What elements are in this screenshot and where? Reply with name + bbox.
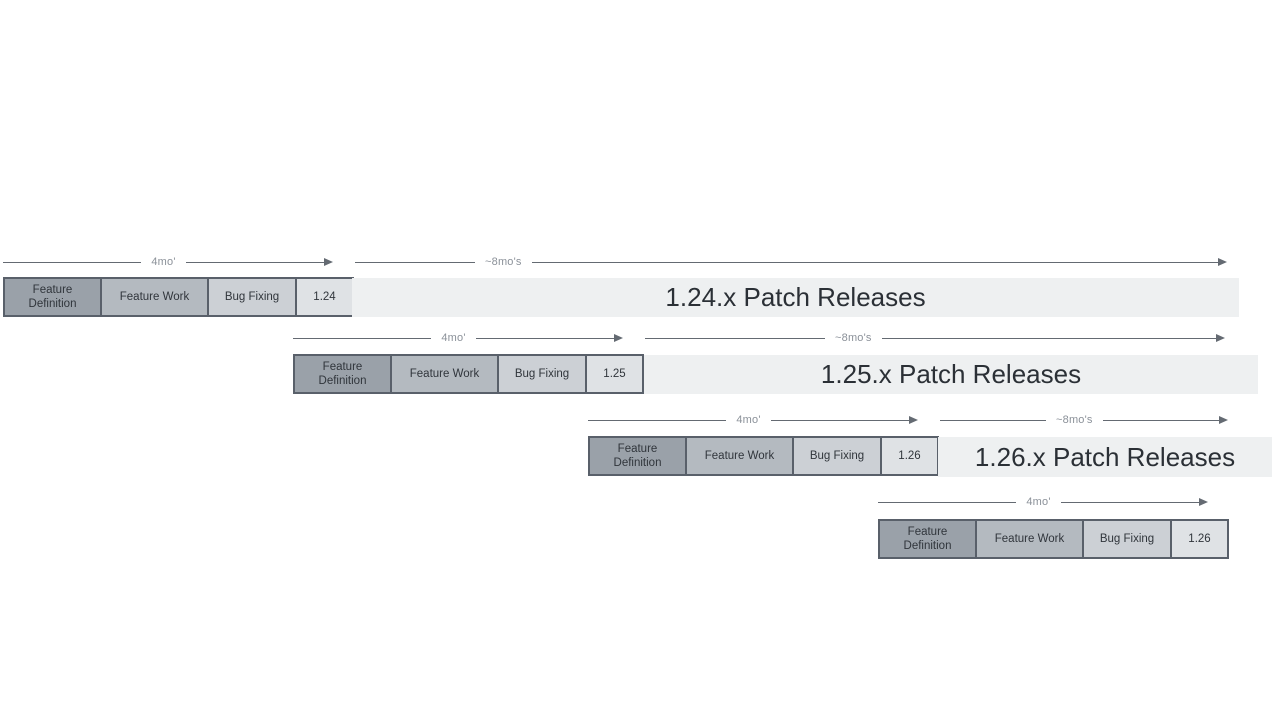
version-label: 1.26 (898, 449, 921, 462)
dev-duration-arrow: 4mo' (878, 494, 1208, 510)
phase-label: Bug Fixing (224, 290, 280, 303)
phase-feature-definition: Feature Definition (295, 356, 392, 392)
dev-duration-label: 4mo' (441, 332, 466, 344)
dev-duration-arrow: 4mo' (293, 330, 623, 346)
phase-label: Feature Work (994, 532, 1065, 545)
phase-feature-work: Feature Work (687, 438, 794, 474)
phase-feature-work: Feature Work (102, 279, 209, 315)
arrow-line (293, 337, 432, 339)
patch-duration-label: ~8mo's (1056, 414, 1093, 426)
phase-label: Feature Work (119, 290, 190, 303)
arrow-head (1199, 498, 1208, 506)
phase-label: Feature Work (704, 449, 775, 462)
phase-label: Bug Fixing (809, 449, 865, 462)
dev-duration-label: 4mo' (1026, 496, 1051, 508)
phase-feature-work: Feature Work (977, 521, 1084, 557)
arrow-line (531, 261, 1218, 263)
arrow-line (1060, 501, 1199, 503)
phase-bug-fixing: Bug Fixing (209, 279, 297, 315)
arrow-line (355, 261, 475, 263)
version-label: 1.25 (603, 367, 626, 380)
phase-bug-fixing: Bug Fixing (794, 438, 882, 474)
dev-duration-label: 4mo' (151, 256, 176, 268)
patch-duration-arrow: ~8mo's (355, 254, 1227, 270)
arrow-line (645, 337, 825, 339)
patch-duration-arrow: ~8mo's (940, 412, 1228, 428)
phase-label: Feature Definition (28, 283, 77, 310)
arrow-head (324, 258, 333, 266)
phase-feature-definition: Feature Definition (590, 438, 687, 474)
arrow-line (3, 261, 142, 263)
arrow-line (588, 419, 727, 421)
phase-label: Feature Definition (613, 442, 662, 469)
patch-releases-label: 1.26.x Patch Releases (974, 441, 1236, 472)
arrow-line (1102, 419, 1219, 421)
phase-feature-definition: Feature Definition (5, 279, 102, 315)
release-phases: Feature Definition Feature Work Bug Fixi… (293, 354, 644, 394)
phase-feature-definition: Feature Definition (880, 521, 977, 557)
phase-label: Bug Fixing (514, 367, 570, 380)
phase-label: Feature Definition (318, 360, 367, 387)
version-box: 1.26 (882, 438, 937, 474)
arrow-line (770, 419, 909, 421)
phase-feature-work: Feature Work (392, 356, 499, 392)
dev-duration-arrow: 4mo' (588, 412, 918, 428)
arrow-head (1216, 334, 1225, 342)
phase-label: Bug Fixing (1099, 532, 1155, 545)
phase-bug-fixing: Bug Fixing (1084, 521, 1172, 557)
release-phases: Feature Definition Feature Work Bug Fixi… (588, 436, 939, 476)
patch-duration-label: ~8mo's (485, 256, 522, 268)
version-box: 1.25 (587, 356, 642, 392)
phase-label: Feature Definition (903, 525, 952, 552)
version-box: 1.24 (297, 279, 352, 315)
dev-duration-arrow: 4mo' (3, 254, 333, 270)
patch-duration-arrow: ~8mo's (645, 330, 1225, 346)
arrow-line (878, 501, 1017, 503)
arrow-line (185, 261, 324, 263)
release-phases: Feature Definition Feature Work Bug Fixi… (878, 519, 1229, 559)
patch-releases-band: 1.26.x Patch Releases (938, 437, 1272, 477)
arrow-head (909, 416, 918, 424)
release-phases: Feature Definition Feature Work Bug Fixi… (3, 277, 354, 317)
patch-releases-label: 1.24.x Patch Releases (665, 282, 926, 312)
arrow-head (614, 334, 623, 342)
phase-label: Feature Work (409, 367, 480, 380)
dev-duration-label: 4mo' (736, 414, 761, 426)
patch-duration-label: ~8mo's (835, 332, 872, 344)
phase-bug-fixing: Bug Fixing (499, 356, 587, 392)
version-label: 1.26 (1188, 532, 1211, 545)
patch-releases-band: 1.24.x Patch Releases (352, 278, 1239, 317)
patch-releases-band: 1.25.x Patch Releases (644, 355, 1258, 394)
version-box: 1.26 (1172, 521, 1227, 557)
version-label: 1.24 (313, 290, 336, 303)
arrow-head (1219, 416, 1228, 424)
arrow-line (475, 337, 614, 339)
arrow-line (940, 419, 1046, 421)
patch-releases-label: 1.25.x Patch Releases (820, 359, 1082, 389)
arrow-line (881, 337, 1216, 339)
arrow-head (1218, 258, 1227, 266)
